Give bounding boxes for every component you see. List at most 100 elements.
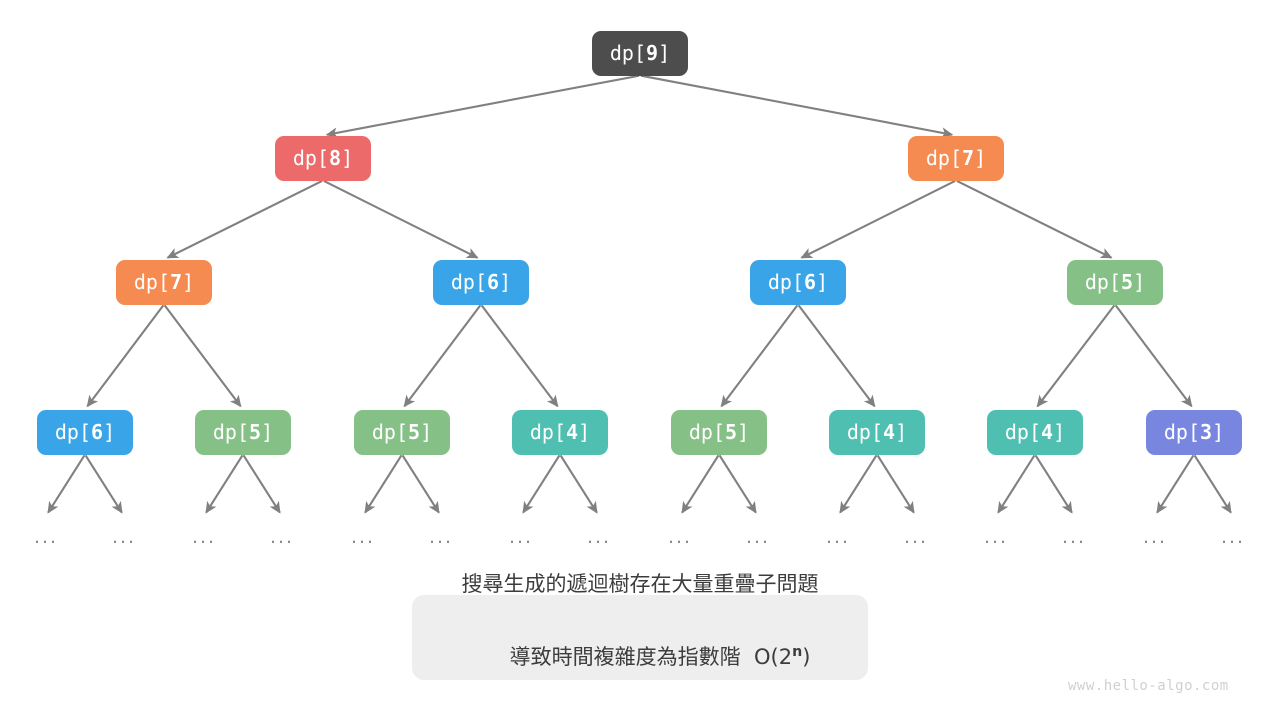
node-label-prefix: dp[ bbox=[767, 270, 805, 294]
tree-edge-leaf bbox=[839, 454, 878, 514]
tree-edge bbox=[480, 304, 559, 408]
ellipsis-marker: ... bbox=[586, 526, 612, 548]
node-index: 6 bbox=[91, 420, 104, 444]
node-index: 4 bbox=[566, 420, 579, 444]
ellipsis-marker: ... bbox=[1061, 526, 1087, 548]
node-label-prefix: dp[ bbox=[1084, 270, 1122, 294]
node-index: 5 bbox=[408, 420, 421, 444]
tree-edge-leaf bbox=[401, 454, 440, 514]
node-label-prefix: dp[ bbox=[688, 420, 726, 444]
caption-line-2-suffix: ) bbox=[802, 645, 811, 669]
node-index: 6 bbox=[487, 270, 500, 294]
tree-edge bbox=[956, 179, 1113, 259]
node-label-prefix: dp[ bbox=[450, 270, 488, 294]
ellipsis-marker: ... bbox=[745, 526, 771, 548]
tree-edge bbox=[166, 179, 323, 259]
tree-edge-leaf bbox=[681, 454, 720, 514]
tree-edge-leaf bbox=[364, 454, 403, 514]
tree-edge-leaf bbox=[718, 454, 757, 514]
node-index: 4 bbox=[1041, 420, 1054, 444]
ellipsis-marker: ... bbox=[269, 526, 295, 548]
tree-edge bbox=[86, 304, 165, 408]
node-index: 5 bbox=[249, 420, 262, 444]
tree-node-dp-6: dp[6] bbox=[750, 259, 846, 305]
tree-edge bbox=[325, 74, 640, 139]
ellipsis-marker: ... bbox=[191, 526, 217, 548]
node-index: 8 bbox=[329, 146, 342, 170]
ellipsis-marker: ... bbox=[1220, 526, 1246, 548]
tree-edge bbox=[720, 304, 799, 408]
tree-node-dp-7: dp[7] bbox=[908, 135, 1004, 181]
node-label-suffix: ] bbox=[103, 420, 116, 444]
tree-edge-leaf bbox=[559, 454, 598, 514]
tree-edge-leaf bbox=[205, 454, 244, 514]
tree-edge-leaf bbox=[1193, 454, 1232, 514]
tree-edge bbox=[403, 304, 482, 408]
tree-edge bbox=[800, 180, 956, 259]
tree-node-dp-3: dp[3] bbox=[1146, 409, 1242, 455]
ellipsis-marker: ... bbox=[33, 526, 59, 548]
watermark: www.hello-algo.com bbox=[1068, 678, 1229, 694]
node-label-suffix: ] bbox=[816, 270, 829, 294]
node-index: 5 bbox=[1121, 270, 1134, 294]
node-index: 7 bbox=[170, 270, 183, 294]
node-label-prefix: dp[ bbox=[212, 420, 250, 444]
node-label-suffix: ] bbox=[499, 270, 512, 294]
tree-node-dp-5: dp[5] bbox=[671, 409, 767, 455]
node-label-suffix: ] bbox=[420, 420, 433, 444]
caption-line-1: 搜尋生成的遞迴樹存在大量重疊子問題 bbox=[461, 572, 819, 596]
tree-edge bbox=[323, 180, 479, 259]
tree-edge bbox=[1114, 304, 1193, 408]
tree-node-dp-4: dp[4] bbox=[987, 409, 1083, 455]
node-label-prefix: dp[ bbox=[371, 420, 409, 444]
tree-node-dp-7: dp[7] bbox=[116, 259, 212, 305]
node-label-suffix: ] bbox=[658, 41, 671, 65]
node-label-prefix: dp[ bbox=[529, 420, 567, 444]
ellipsis-marker: ... bbox=[350, 526, 376, 548]
node-index: 3 bbox=[1200, 420, 1213, 444]
tree-edge-leaf bbox=[242, 454, 281, 514]
tree-node-dp-6: dp[6] bbox=[37, 409, 133, 455]
tree-node-dp-9: dp[9] bbox=[592, 30, 688, 76]
node-label-suffix: ] bbox=[1212, 420, 1225, 444]
node-label-prefix: dp[ bbox=[609, 41, 647, 65]
tree-node-dp-8: dp[8] bbox=[275, 135, 371, 181]
tree-edge bbox=[1036, 304, 1116, 408]
caption-line-2-prefix: 導致時間複雜度為指數階 O(2 bbox=[509, 645, 793, 669]
node-label-prefix: dp[ bbox=[1004, 420, 1042, 444]
tree-edge-leaf bbox=[876, 454, 915, 514]
tree-node-dp-4: dp[4] bbox=[512, 409, 608, 455]
caption-exponent: n bbox=[792, 644, 803, 660]
tree-edge-leaf bbox=[84, 454, 123, 514]
node-index: 4 bbox=[883, 420, 896, 444]
tree-edge bbox=[163, 304, 242, 408]
caption-box: 搜尋生成的遞迴樹存在大量重疊子問題 導致時間複雜度為指數階 O(2n) bbox=[412, 572, 868, 680]
ellipsis-marker: ... bbox=[111, 526, 137, 548]
node-label-suffix: ] bbox=[261, 420, 274, 444]
node-label-prefix: dp[ bbox=[846, 420, 884, 444]
tree-edge-leaf bbox=[997, 454, 1036, 514]
node-index: 9 bbox=[646, 41, 659, 65]
caption-line-2: 導致時間複雜度為指數階 O(2n) bbox=[470, 601, 811, 708]
tree-node-dp-4: dp[4] bbox=[829, 409, 925, 455]
tree-edge-leaf bbox=[522, 454, 561, 514]
node-label-prefix: dp[ bbox=[925, 146, 963, 170]
ellipsis-marker: ... bbox=[825, 526, 851, 548]
ellipsis-marker: ... bbox=[983, 526, 1009, 548]
tree-edge bbox=[797, 304, 876, 408]
node-index: 5 bbox=[725, 420, 738, 444]
node-label-suffix: ] bbox=[737, 420, 750, 444]
tree-node-dp-5: dp[5] bbox=[195, 409, 291, 455]
node-label-prefix: dp[ bbox=[133, 270, 171, 294]
tree-edge-leaf bbox=[47, 454, 86, 514]
node-label-prefix: dp[ bbox=[1163, 420, 1201, 444]
node-label-suffix: ] bbox=[1053, 420, 1066, 444]
tree-edge bbox=[640, 74, 954, 139]
node-label-suffix: ] bbox=[341, 146, 354, 170]
node-label-prefix: dp[ bbox=[292, 146, 330, 170]
node-label-suffix: ] bbox=[895, 420, 908, 444]
node-label-suffix: ] bbox=[578, 420, 591, 444]
ellipsis-marker: ... bbox=[667, 526, 693, 548]
tree-edge-leaf bbox=[1034, 454, 1073, 514]
